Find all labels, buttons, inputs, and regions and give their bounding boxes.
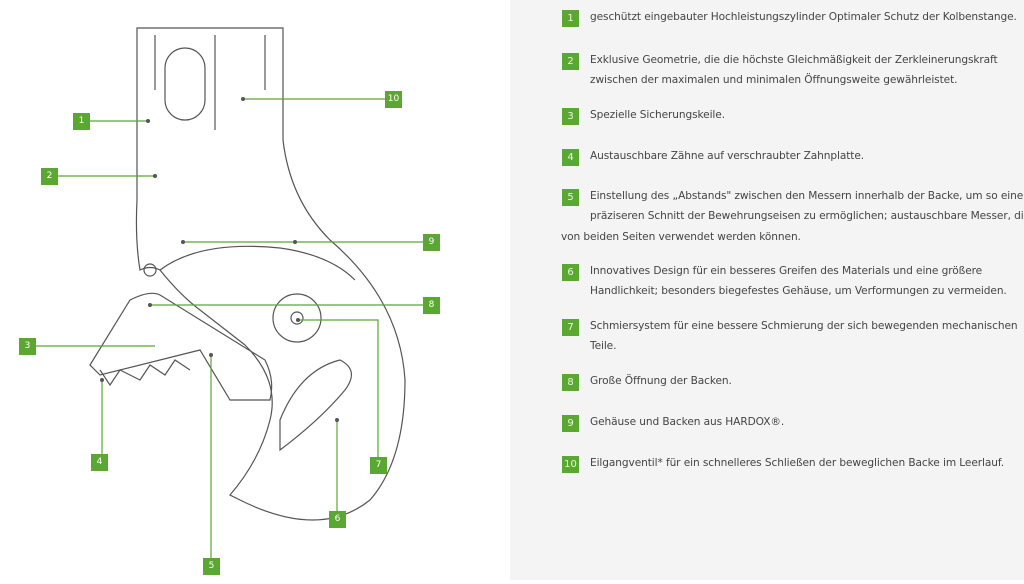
diagram-label-7: 7: [370, 457, 387, 474]
diagram-label-2: 2: [41, 168, 58, 185]
diagram-label-1: 1: [73, 113, 90, 130]
feature-badge-1: 1: [562, 10, 579, 27]
feature-10-text: Eilgangventil* für ein schnelleres Schli…: [590, 457, 1004, 469]
pulverizer-diagram: 1 2 3 4 5 6 7 8 9 10: [0, 0, 510, 580]
feature-badge-7: 7: [562, 319, 579, 336]
diagram-label-9: 9: [423, 234, 440, 251]
feature-5-text-1: Einstellung des „Abstands" zwischen den …: [590, 190, 1024, 202]
feature-7-text-1: Schmiersystem für eine bessere Schmierun…: [590, 320, 1018, 332]
feature-5-text-3: von beiden Seiten verwendet werden könne…: [561, 231, 801, 243]
feature-badge-10: 10: [562, 456, 579, 473]
feature-list: 1 geschützt eingebauter Hochleistungszyl…: [510, 0, 1024, 580]
pulverizer-drawing: [36, 27, 423, 558]
feature-badge-6: 6: [562, 264, 579, 281]
feature-2-text-2: zwischen der maximalen und minimalen Öff…: [590, 74, 958, 86]
diagram-label-8: 8: [423, 297, 440, 314]
feature-2-text-1: Exklusive Geometrie, die die höchste Gle…: [590, 54, 998, 66]
feature-9-text: Gehäuse und Backen aus HARDOX®.: [590, 416, 785, 428]
feature-8-text: Große Öffnung der Backen.: [590, 375, 732, 387]
diagram-label-10: 10: [385, 91, 402, 108]
feature-badge-9: 9: [562, 415, 579, 432]
feature-4-text: Austauschbare Zähne auf verschraubter Za…: [590, 150, 864, 162]
feature-badge-2: 2: [562, 53, 579, 70]
feature-7-text-2: Teile.: [590, 340, 617, 352]
feature-badge-8: 8: [562, 374, 579, 391]
feature-6-text-1: Innovatives Design für ein besseres Grei…: [590, 265, 983, 277]
diagram-label-5: 5: [203, 558, 220, 575]
feature-5-text-2: präziseren Schnitt der Bewehrungseisen z…: [590, 210, 1024, 222]
diagram-label-4: 4: [91, 454, 108, 471]
feature-badge-3: 3: [562, 108, 579, 125]
feature-3-text: Spezielle Sicherungskeile.: [590, 109, 725, 121]
feature-badge-5: 5: [562, 189, 579, 206]
feature-1-text: geschützt eingebauter Hochleistungszylin…: [590, 11, 1017, 23]
diagram-label-6: 6: [329, 511, 346, 528]
feature-6-text-2: Handlichkeit; besonders biegefestes Gehä…: [590, 285, 1007, 297]
diagram-label-3: 3: [19, 338, 36, 355]
feature-badge-4: 4: [562, 149, 579, 166]
